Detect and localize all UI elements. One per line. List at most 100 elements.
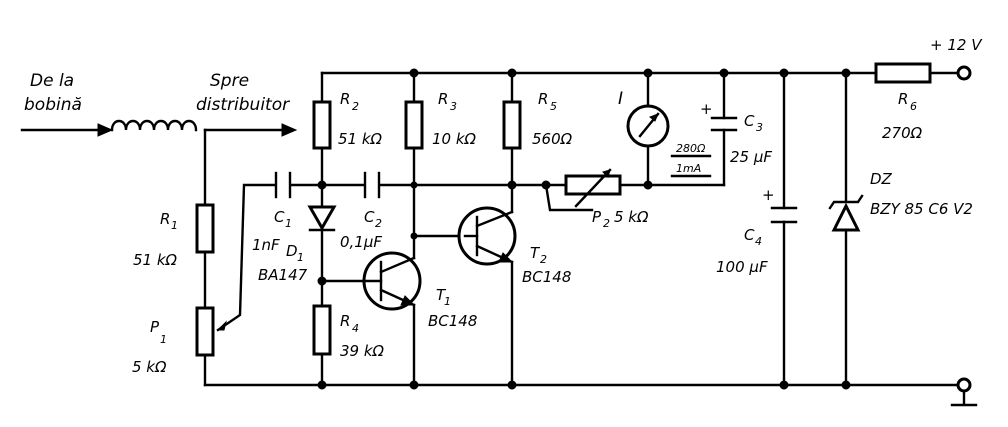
zener-diode <box>831 202 861 232</box>
junction-dot <box>507 68 517 78</box>
dz-value: BZY 85 C6 V2 <box>870 200 973 218</box>
ground-terminal <box>956 377 972 393</box>
t2-transistor <box>457 206 517 266</box>
c3-value: 25 μF <box>730 148 772 166</box>
junction-dot <box>541 180 551 190</box>
r6-resistor <box>874 62 932 84</box>
r4-label: R <box>340 312 350 330</box>
t2-emitter-arrow-icon <box>498 252 514 263</box>
d1-diode <box>307 205 337 232</box>
t1-label-sub: 1 <box>444 295 451 308</box>
d1-label-sub: 1 <box>297 251 304 264</box>
supply-voltage-label: + 12 V <box>930 36 983 54</box>
t1-transistor <box>362 251 422 311</box>
junction-dot <box>409 68 419 78</box>
t1-label: T <box>436 286 447 304</box>
c4-value: 100 μF <box>716 258 768 276</box>
input-label-line2: bobină <box>24 95 82 115</box>
dz-label: DZ <box>870 170 893 188</box>
junction-dot <box>409 380 419 390</box>
r1-label-sub: 1 <box>171 219 178 232</box>
junction-dot <box>643 180 653 190</box>
input-label-line1: De la <box>30 71 74 91</box>
r3-label-sub: 3 <box>450 100 457 113</box>
r2-resistor <box>312 100 332 150</box>
c1-label-sub: 1 <box>285 217 292 230</box>
p2-adjust-line <box>574 168 612 208</box>
junction-dot <box>779 68 789 78</box>
output-arrow-icon <box>281 123 298 137</box>
c3-label-sub: 3 <box>756 121 763 134</box>
p1-label: P <box>150 318 160 336</box>
c3-label: C <box>744 112 755 130</box>
r2-label: R <box>340 90 350 108</box>
junction-dot <box>317 380 327 390</box>
r2-label-sub: 2 <box>352 100 359 113</box>
r6-label: R <box>898 90 908 108</box>
c1-value: 1nF <box>252 236 280 254</box>
p2-wiper-wire <box>544 183 594 212</box>
r6-label-sub: 6 <box>910 100 917 113</box>
d1-value: BA147 <box>258 266 308 284</box>
meter-current: 1mA <box>676 162 701 175</box>
r4-resistor <box>312 304 332 356</box>
c2-label: C <box>364 208 375 226</box>
c4-label: C <box>744 226 755 244</box>
junction-dot <box>317 180 327 190</box>
output-label-line2: distribuitor <box>196 95 290 115</box>
r1-resistor <box>195 203 215 254</box>
c2-value: 0,1μF <box>340 233 382 251</box>
zener-cathode-bar <box>828 194 864 210</box>
r6-value: 270Ω <box>882 124 923 142</box>
p1-wiper-arrow-icon <box>216 320 227 331</box>
ammeter-needle-arrow-icon <box>649 113 659 122</box>
junction-dot <box>317 276 327 286</box>
r5-label-sub: 5 <box>550 100 557 113</box>
c4-plus: + <box>762 186 775 204</box>
t1-collector-lead <box>379 256 416 274</box>
p1-potentiometer <box>195 306 215 357</box>
c4-label-sub: 4 <box>755 235 762 248</box>
junction-dot <box>719 68 729 78</box>
junction-dot <box>841 68 851 78</box>
junction-dot <box>779 380 789 390</box>
p2-value: 5 kΩ <box>614 208 649 226</box>
junction-dot <box>643 68 653 78</box>
c1-label: C <box>274 208 285 226</box>
r1-label: R <box>160 210 170 228</box>
d1-label: D <box>286 242 298 260</box>
output-label-line1: Spre <box>210 71 249 91</box>
meter-resistance: 280Ω <box>676 142 706 155</box>
meter-label: I <box>618 89 623 109</box>
r3-value: 10 kΩ <box>432 130 477 148</box>
c3-plus: + <box>700 100 713 118</box>
c2-label-sub: 2 <box>375 217 382 230</box>
r2-value: 51 kΩ <box>338 130 383 148</box>
p1-wiper-wire <box>216 183 277 332</box>
p1-value: 5 kΩ <box>132 358 167 376</box>
p2-label-sub: 2 <box>603 217 610 230</box>
r3-resistor <box>404 100 424 150</box>
t2-collector-lead <box>475 210 514 228</box>
r1-value: 51 kΩ <box>133 251 178 269</box>
junction-dot <box>507 380 517 390</box>
t2-label: T <box>530 244 541 262</box>
junction-dots <box>317 68 851 390</box>
r4-value: 39 kΩ <box>340 342 385 360</box>
r5-label: R <box>538 90 548 108</box>
r5-value: 560Ω <box>532 130 573 148</box>
supply-terminal <box>956 65 972 81</box>
t2-label-sub: 2 <box>540 253 547 266</box>
junction-dot <box>410 232 418 240</box>
t2-value: BC148 <box>522 268 571 286</box>
p1-label-sub: 1 <box>160 333 167 346</box>
junction-dot <box>841 380 851 390</box>
r3-label: R <box>438 90 448 108</box>
junction-dot <box>410 181 418 189</box>
t1-value: BC148 <box>428 312 477 330</box>
r4-label-sub: 4 <box>352 322 359 335</box>
t1-emitter-arrow-icon <box>400 295 416 306</box>
p2-potentiometer <box>564 174 622 196</box>
